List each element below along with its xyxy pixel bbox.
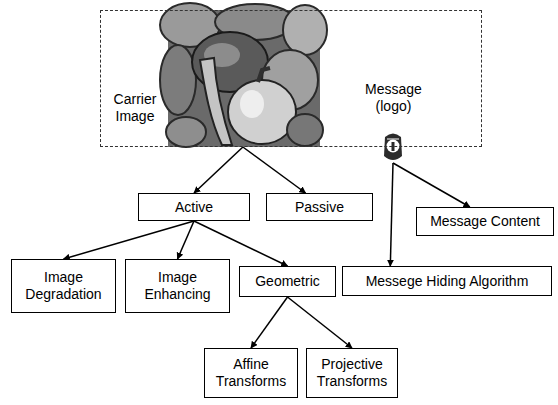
- arrow-connector: [64, 221, 195, 259]
- box-label: Geometric: [251, 273, 324, 290]
- box-label: Image Enhancing: [126, 269, 229, 303]
- box-label: Projective Transforms: [307, 356, 397, 390]
- process-box: Messege Hiding Algorithm: [342, 266, 552, 296]
- process-box: Message Content: [416, 207, 554, 236]
- arrow-connector: [288, 297, 353, 348]
- arrow-connector: [390, 163, 393, 266]
- arrow-connector: [243, 147, 306, 193]
- box-label: Active: [171, 199, 217, 216]
- arrow-connector: [194, 147, 243, 193]
- process-box: Active: [138, 193, 250, 221]
- arrow-connector: [178, 221, 195, 259]
- box-label: Message Content: [426, 213, 544, 230]
- process-box: Affine Transforms: [204, 348, 298, 398]
- box-label: Affine Transforms: [205, 356, 297, 390]
- media-label: Message (logo): [346, 81, 441, 115]
- arrow-connector: [251, 297, 288, 348]
- media-label: Carrier Image: [104, 91, 166, 125]
- box-label: Messege Hiding Algorithm: [362, 273, 533, 290]
- peppers-photo: [160, 3, 327, 147]
- box-label: Image Degradation: [12, 269, 115, 303]
- process-box: Passive: [266, 193, 373, 221]
- arrow-connector: [393, 163, 470, 207]
- process-box: Image Degradation: [11, 259, 116, 313]
- box-label: Passive: [291, 199, 348, 216]
- process-box: Geometric: [239, 266, 336, 297]
- process-box: Image Enhancing: [125, 259, 230, 313]
- process-box: Projective Transforms: [306, 348, 398, 398]
- media-frame: Carrier Image Message (logo): [100, 10, 482, 147]
